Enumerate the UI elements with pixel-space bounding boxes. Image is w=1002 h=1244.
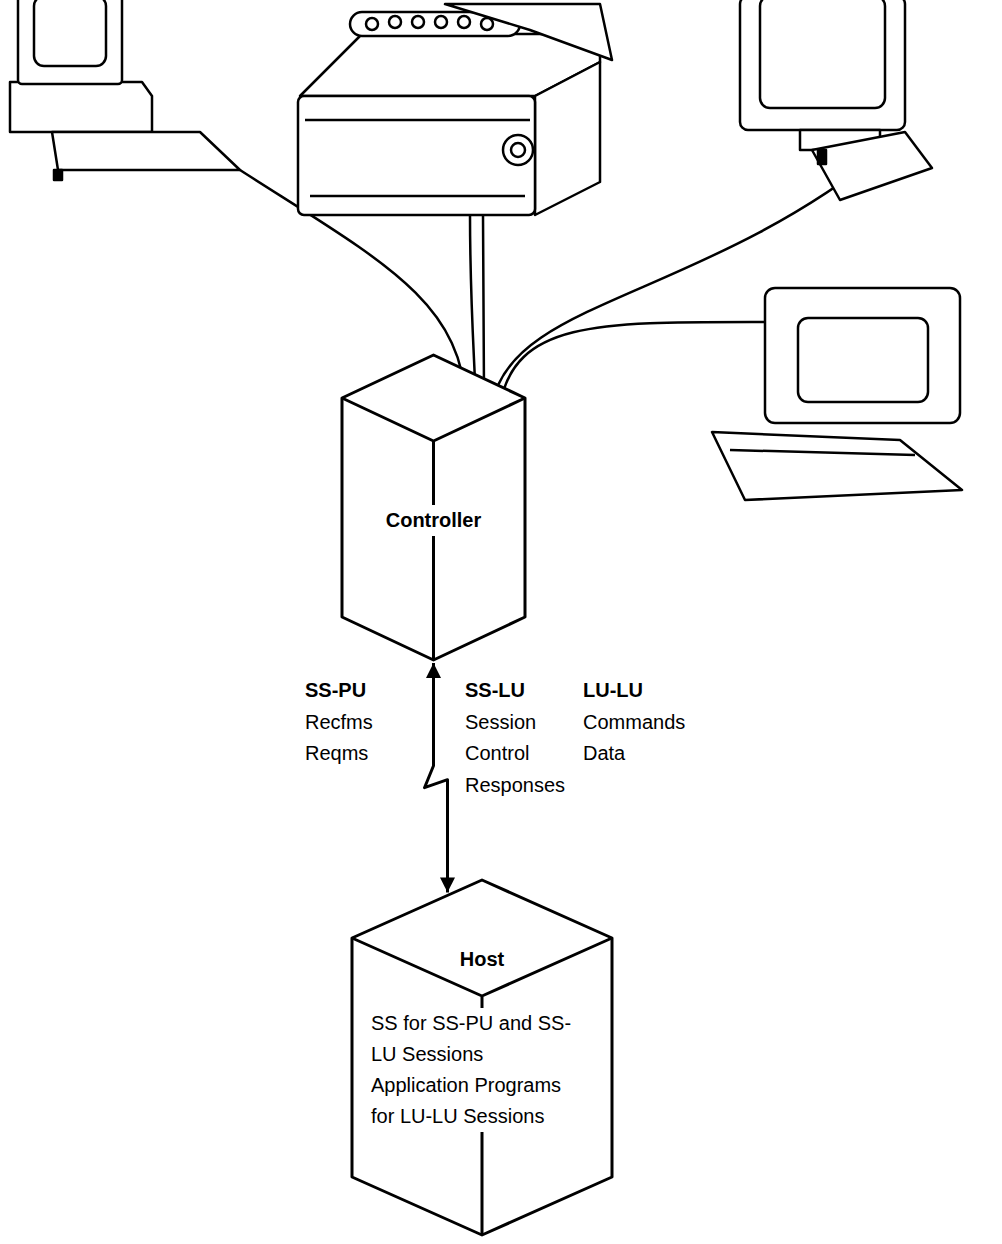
host-box: Host SS for SS-PU and SS-LU SessionsAppli…	[352, 880, 612, 1235]
controller-box: Controller	[342, 355, 525, 660]
cube-edge	[342, 398, 525, 660]
message-type: Recfms	[305, 710, 373, 734]
node-body: SS for SS-PU and SS-LU Sessions	[368, 1008, 579, 1070]
message-type: Session	[465, 710, 536, 734]
printer	[298, 4, 612, 215]
node-body: Application Programs for LU-LU Sessions	[368, 1070, 579, 1132]
terminal-4	[712, 288, 962, 500]
cube-edge	[352, 938, 612, 1235]
cube-edge	[342, 355, 525, 660]
message-type: Responses	[465, 773, 565, 797]
cube-edge	[352, 880, 612, 1235]
message-type: Data	[583, 741, 625, 765]
message-type: Reqms	[305, 741, 368, 765]
message-type: Control	[465, 741, 529, 765]
link-arrow	[425, 663, 448, 892]
message-type: Commands	[583, 710, 685, 734]
session-type: SS-LU	[465, 678, 525, 702]
wire	[500, 322, 765, 405]
wire	[483, 215, 484, 405]
session-type: LU-LU	[583, 678, 643, 702]
session-type: SS-PU	[305, 678, 366, 702]
terminal-1	[10, 0, 240, 180]
node-heading: Host	[457, 944, 507, 975]
node-heading: Controller	[383, 505, 485, 536]
terminal-3	[740, 0, 932, 200]
